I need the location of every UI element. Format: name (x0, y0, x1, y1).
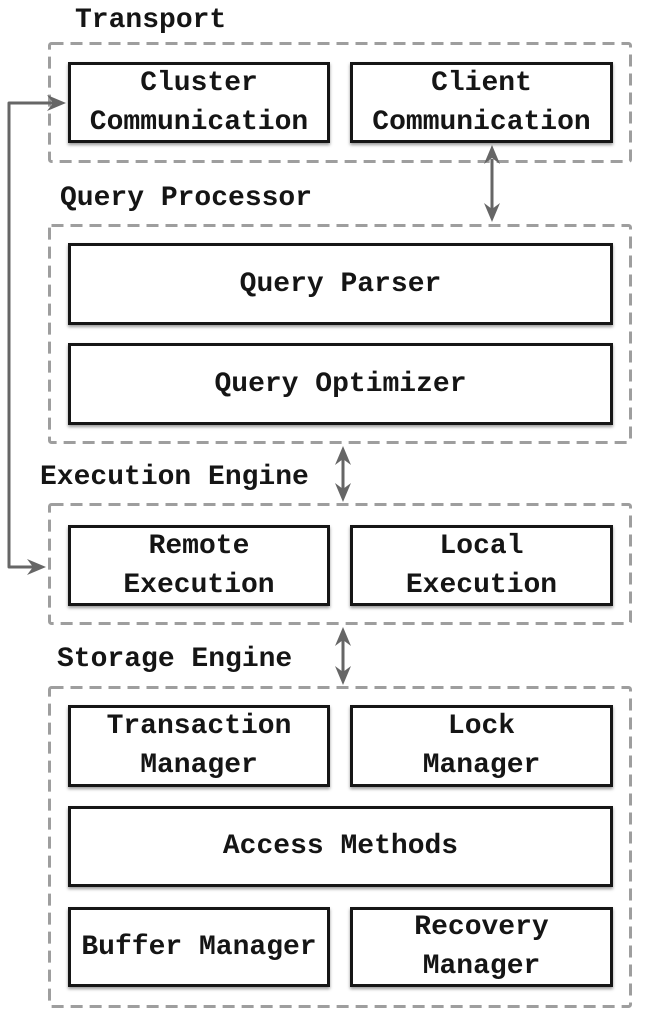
arrow-right-icon (47, 95, 66, 111)
execution-engine-storage-engine-arrow (335, 627, 351, 685)
box-text-line: Execution (123, 569, 275, 601)
section-label-transport: Transport (75, 5, 227, 36)
arrow-down-icon (335, 666, 351, 685)
connector-shaft (7, 101, 53, 569)
box-cluster-communication: Cluster Communication (68, 62, 330, 143)
box-buffer-manager: Buffer Manager (68, 907, 330, 987)
box-text-line: Execution (405, 569, 558, 601)
box-text-line: Transaction (106, 711, 292, 742)
box-local-execution: Local Execution (350, 525, 613, 606)
box-text-line: Cluster (140, 67, 258, 99)
box-query-optimizer: Query Optimizer (68, 343, 613, 425)
arrow-down-icon (484, 203, 500, 222)
arrow-right-icon (27, 559, 46, 575)
box-text-line: Manager (140, 750, 258, 781)
box-text-line: Remote (148, 530, 250, 562)
box-text-line: Client (431, 67, 532, 99)
box-text-line: Communication (372, 106, 591, 138)
box-query-parser: Query Parser (68, 243, 613, 325)
box-remote-execution: Remote Execution (68, 525, 330, 606)
box-client-communication: Client Communication (350, 62, 613, 143)
arrow-up-icon (335, 627, 351, 646)
box-text-line: Manager (422, 951, 541, 982)
cluster-comm-remote-execution-connector (7, 95, 66, 575)
arrow-up-icon (484, 145, 500, 164)
box-text-line: Communication (89, 106, 309, 138)
box-transaction-manager: Transaction Manager (68, 705, 330, 787)
arrow-down-icon (335, 483, 351, 502)
query-processor-execution-engine-arrow (335, 446, 351, 502)
section-label-storage-engine: Storage Engine (57, 644, 293, 675)
box-access-methods: Access Methods (68, 806, 613, 887)
box-text-line: Access Methods (222, 831, 459, 862)
box-text-line: Query Optimizer (214, 368, 467, 400)
box-recovery-manager: Recovery Manager (350, 907, 613, 987)
box-text-line: Recovery (414, 912, 549, 943)
arrow-up-icon (335, 446, 351, 465)
section-label-query-processor: Query Processor (60, 183, 313, 214)
section-label-execution-engine: Execution Engine (40, 462, 309, 493)
box-text-line: Lock (447, 711, 516, 742)
box-text-line: Local (439, 530, 524, 562)
box-text-line: Buffer Manager (81, 931, 317, 963)
client-comm-query-processor-arrow (484, 145, 500, 222)
box-lock-manager: Lock Manager (350, 705, 613, 787)
box-text-line: Manager (422, 750, 541, 781)
box-text-line: Query Parser (239, 268, 442, 300)
